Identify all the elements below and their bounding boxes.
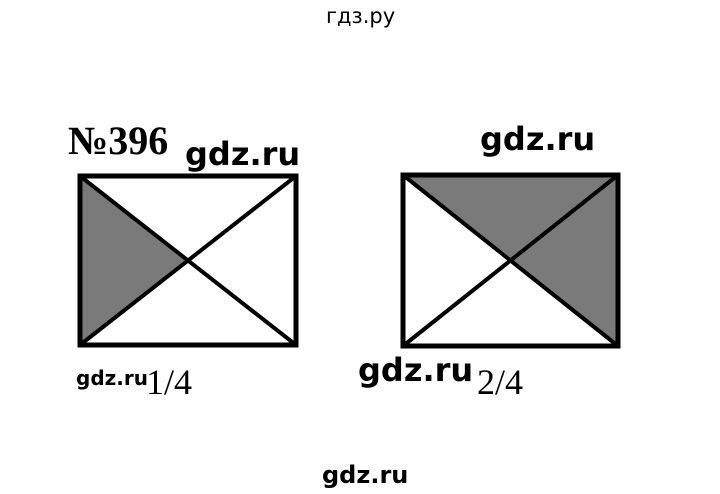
figure-1-triangle-bottom (80, 260, 296, 345)
figure-2-triangle-top (403, 175, 618, 260)
watermark-figure-1: gdz.ru (185, 135, 301, 173)
figure-1-diagonal-b (78, 174, 298, 347)
watermark-figure-2: gdz.ru (480, 120, 596, 158)
figure-2-diagonal-b (401, 173, 620, 348)
figure-1-triangle-left (80, 176, 188, 345)
figure-2-triangle-left (403, 175, 510, 346)
problem-number: №396 (68, 118, 169, 163)
figure-1-rectangle (77, 173, 299, 348)
figure-1-triangle-top (80, 176, 296, 260)
figure-1-triangle-right (188, 176, 296, 345)
figure-2-rectangle (400, 172, 621, 349)
watermark-small: gdz.ru (76, 366, 148, 390)
figure-2-border (400, 172, 621, 349)
figure-2-triangle-bottom (403, 260, 618, 346)
watermark-bottom: gdz.ru (322, 461, 409, 489)
watermark-top: гдз.ру (326, 4, 396, 28)
figure-1-fraction-label: 1/4 (146, 362, 193, 402)
figure-1-border (77, 173, 299, 348)
watermark-middle: gdz.ru (358, 351, 474, 389)
figure-2-triangle-right (510, 175, 618, 346)
figure-2-fraction-label: 2/4 (477, 362, 524, 402)
